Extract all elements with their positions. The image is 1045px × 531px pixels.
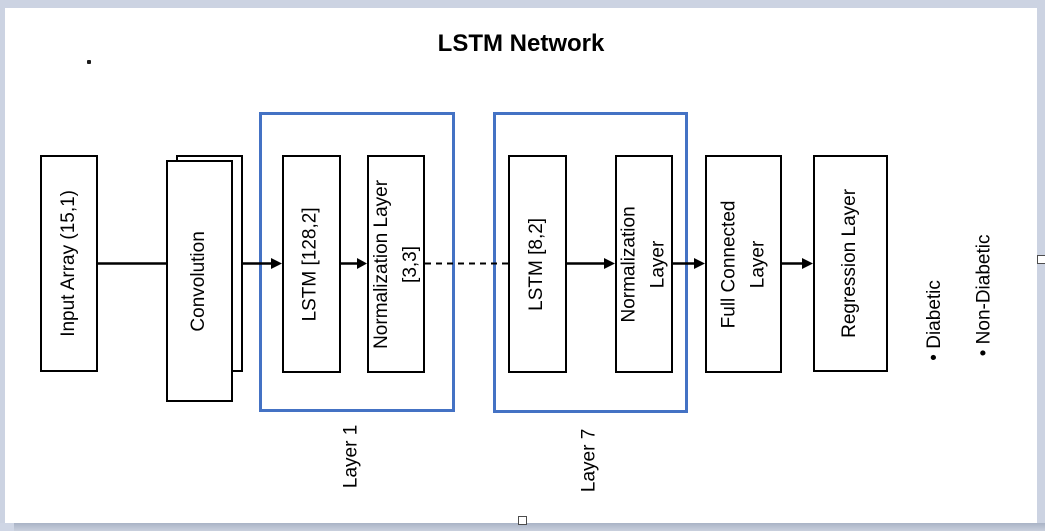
node-full-connected[interactable]: Full Connected Layer bbox=[705, 155, 782, 373]
resize-handle-bottom[interactable] bbox=[518, 516, 527, 525]
slide-bottom-corner bbox=[0, 523, 14, 531]
node-lstm-128-2-label: LSTM [128,2] bbox=[300, 206, 322, 322]
node-lstm-8-2-label: LSTM [8,2] bbox=[526, 217, 548, 311]
node-input-array[interactable]: Input Array (15,1) bbox=[40, 155, 98, 372]
group-layer1-frame[interactable] bbox=[259, 112, 455, 412]
node-regression-label: Regression Layer bbox=[839, 189, 861, 338]
node-normalization-3-3[interactable]: Normalization Layer [3,3] bbox=[367, 155, 425, 373]
output-label-diabetic: Diabetic bbox=[923, 279, 945, 349]
node-full-connected-label: Full Connected Layer bbox=[718, 200, 769, 328]
node-input-array-label: Input Array (15,1) bbox=[57, 190, 79, 337]
node-normalization-3-3-label: Normalization Layer [3,3] bbox=[370, 179, 421, 349]
bullet-icon: • bbox=[923, 353, 945, 361]
slide-bottom-shadow bbox=[14, 523, 1045, 531]
node-lstm-8-2[interactable]: LSTM [8,2] bbox=[508, 155, 567, 373]
node-normalization-layer7[interactable]: Normalization Layer bbox=[615, 155, 673, 373]
stray-dot bbox=[87, 60, 91, 64]
node-convolution-label: Convolution bbox=[188, 230, 210, 332]
diagram-title[interactable]: LSTM Network bbox=[437, 30, 605, 57]
bullet-icon: • bbox=[973, 349, 995, 356]
node-normalization-layer7-label: Normalization Layer bbox=[618, 205, 669, 323]
output-label-non-diabetic: Non-Diabetic bbox=[973, 234, 995, 344]
output-item-non-diabetic[interactable]: • Non-Diabetic bbox=[961, 205, 1009, 385]
resize-handle-right[interactable] bbox=[1037, 255, 1045, 264]
label-layer7[interactable]: Layer 7 bbox=[578, 428, 600, 492]
node-regression[interactable]: Regression Layer bbox=[813, 155, 888, 372]
node-lstm-128-2[interactable]: LSTM [128,2] bbox=[282, 155, 341, 373]
label-layer1[interactable]: Layer 1 bbox=[340, 424, 362, 488]
node-convolution[interactable]: Convolution bbox=[166, 160, 233, 402]
output-item-diabetic[interactable]: • Diabetic bbox=[911, 230, 959, 410]
